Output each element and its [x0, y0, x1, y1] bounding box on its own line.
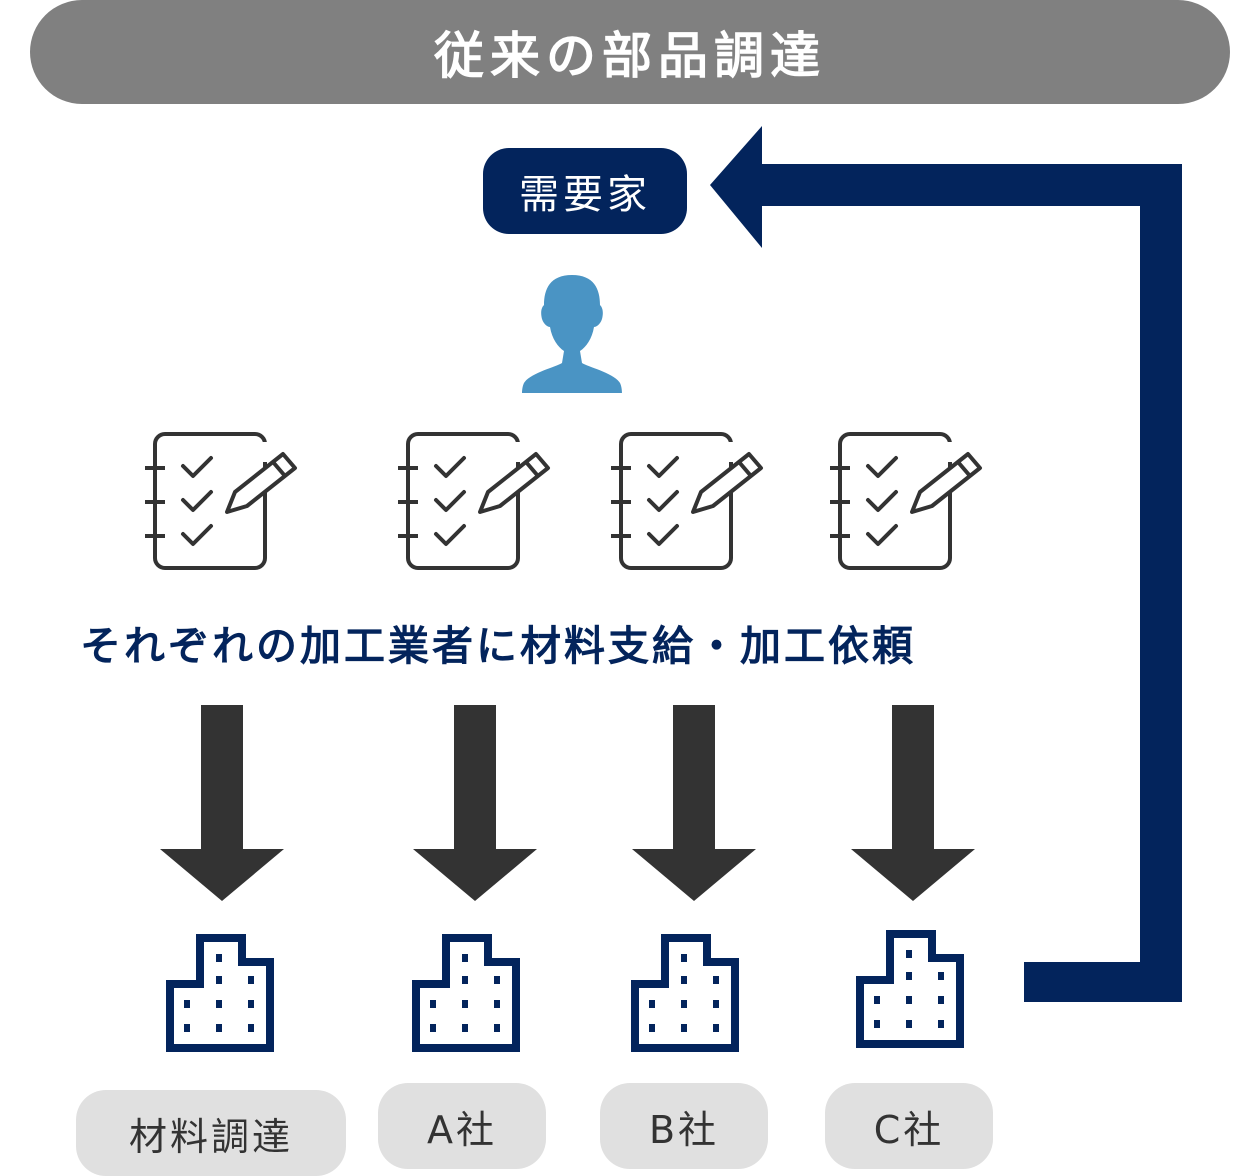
checklist-pen-icon	[609, 432, 763, 570]
supplier-label: C社	[873, 1107, 945, 1152]
building-icon	[860, 934, 960, 1044]
supplier-label: A社	[427, 1107, 497, 1152]
process-caption: それぞれの加工業者に材料支給・加工依頼	[80, 612, 1040, 672]
customer-label: 需要家	[519, 172, 651, 218]
checklist-pen-icon	[828, 432, 982, 570]
building-icon	[170, 938, 270, 1048]
down-arrow-icon	[160, 705, 284, 901]
supplier-pill-material: 材料調達	[76, 1090, 346, 1176]
return-arrow	[710, 126, 1182, 1002]
supplier-pill-a: A社	[378, 1083, 546, 1169]
supplier-label: B社	[648, 1107, 720, 1152]
diagram-title: 従来の部品調達	[434, 27, 826, 85]
down-arrow-icon	[851, 705, 975, 901]
building-icon	[416, 938, 516, 1048]
building-icon	[635, 938, 735, 1048]
caption-text: それぞれの加工業者に材料支給・加工依頼	[80, 622, 916, 670]
supplier-label: 材料調達	[128, 1114, 293, 1159]
supplier-pill-b: B社	[600, 1083, 768, 1169]
supplier-pill-c: C社	[825, 1083, 993, 1169]
title-bar: 従来の部品調達	[30, 0, 1230, 104]
down-arrow-icon	[413, 705, 537, 901]
down-arrow-icon	[632, 705, 756, 901]
customer-badge: 需要家	[483, 148, 687, 234]
checklist-pen-icon	[143, 432, 297, 570]
checklist-pen-icon	[396, 432, 550, 570]
person-icon	[522, 275, 622, 393]
